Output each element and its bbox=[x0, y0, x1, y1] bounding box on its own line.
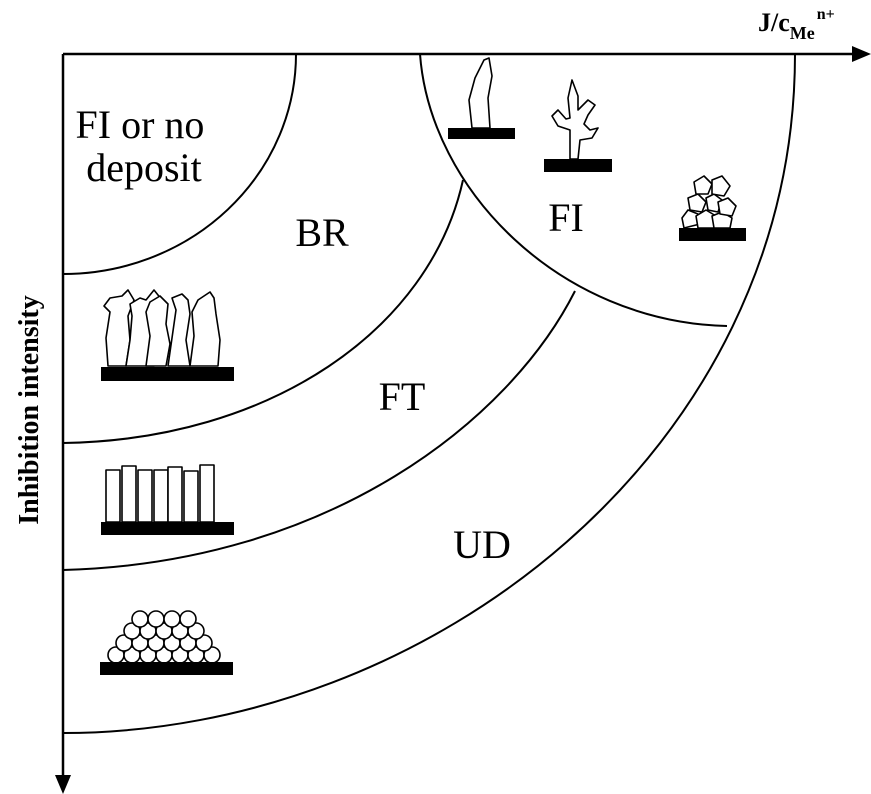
field-oriented-texture-deposit-icon bbox=[101, 464, 234, 535]
boundary-fi bbox=[419, 53, 728, 327]
x-axis-label: J/cMen+ bbox=[758, 6, 835, 43]
dendrite-deposit-icon bbox=[544, 79, 612, 172]
region-label-fi-or-no-line1: FI or no bbox=[76, 102, 205, 147]
single-whisker-deposit-icon bbox=[448, 57, 515, 139]
x-axis-label-main: J/c bbox=[758, 8, 790, 37]
boundary-fi-or-no-deposit bbox=[62, 53, 297, 275]
boundary-ft bbox=[62, 290, 576, 571]
region-label-fi: FI bbox=[548, 195, 584, 240]
region-label-ud: UD bbox=[453, 522, 511, 567]
x-axis-arrowhead bbox=[852, 46, 871, 62]
boundary-br bbox=[62, 179, 464, 444]
unoriented-dispersion-deposit-icon bbox=[100, 610, 233, 675]
base-reinforced-deposit-icon bbox=[101, 289, 234, 381]
boundary-ud bbox=[62, 53, 796, 734]
region-label-br: BR bbox=[295, 210, 349, 255]
nodular-deposit-icon bbox=[679, 175, 746, 241]
region-label-fi-or-no-line2: deposit bbox=[86, 145, 202, 190]
region-label-ft: FT bbox=[379, 374, 426, 419]
y-axis-label: Inhibition intensity bbox=[14, 295, 45, 525]
x-axis-label-subscript: Me bbox=[790, 23, 815, 43]
x-axis-label-superscript: n+ bbox=[817, 6, 835, 23]
axes bbox=[55, 46, 871, 794]
y-axis-arrowhead bbox=[55, 775, 71, 794]
region-boundaries bbox=[62, 53, 796, 734]
